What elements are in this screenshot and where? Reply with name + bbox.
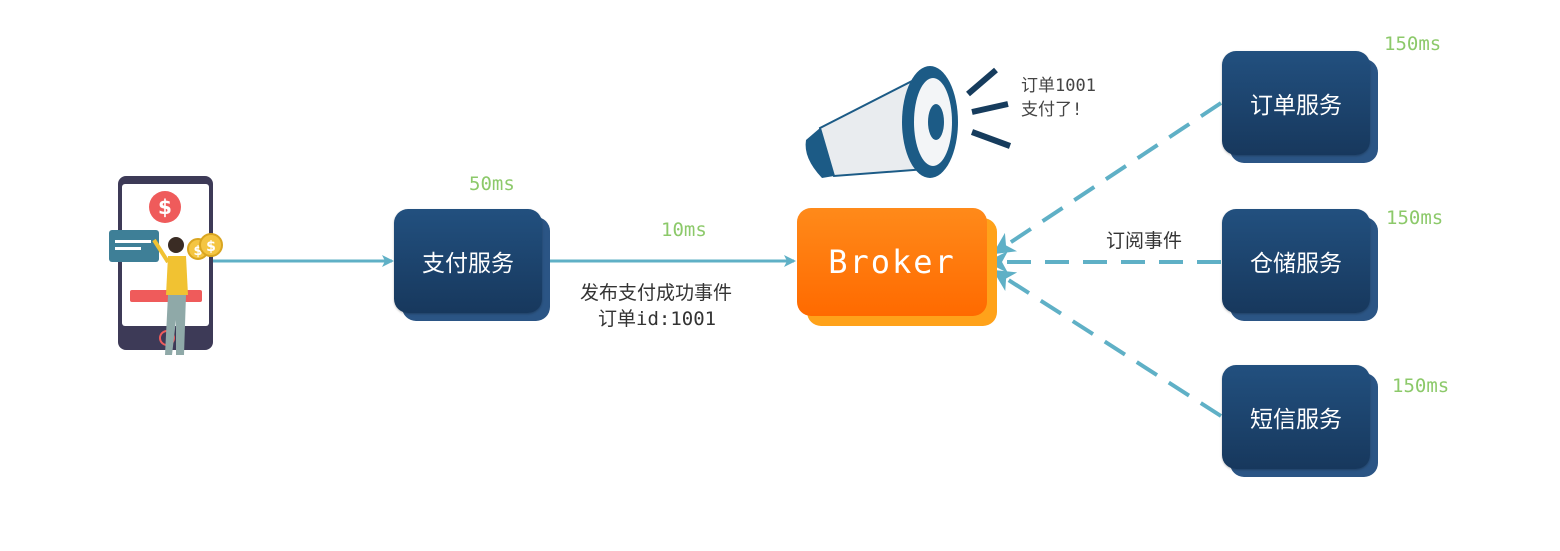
storage-service-node: 仓储服务 bbox=[1222, 209, 1378, 321]
payment-service-node: 支付服务 bbox=[394, 209, 550, 321]
megaphone-icon bbox=[805, 66, 1012, 178]
subscribe-event-label: 订阅事件 bbox=[1106, 230, 1183, 252]
broker-node: Broker bbox=[797, 208, 997, 326]
storage-latency: 150ms bbox=[1386, 207, 1444, 229]
order-service-node: 订单服务 bbox=[1222, 51, 1378, 163]
callout-line1: 订单1001 bbox=[1021, 76, 1096, 96]
megaphone-callout: 订单1001 支付了! bbox=[1021, 74, 1096, 122]
sms-subscribe-arrow bbox=[992, 269, 1223, 418]
payment-service-label: 支付服务 bbox=[394, 209, 542, 313]
sms-latency: 150ms bbox=[1392, 375, 1450, 397]
svg-text:$: $ bbox=[206, 239, 216, 255]
callout-line2: 支付了! bbox=[1021, 100, 1083, 120]
order-subscribe-arrow bbox=[992, 101, 1223, 255]
storage-service-label: 仓储服务 bbox=[1222, 209, 1370, 313]
publish-order-id-label: 订单id:1001 bbox=[598, 308, 717, 330]
smartphone-payment-icon: $ $ $ bbox=[109, 176, 223, 355]
svg-text:$: $ bbox=[193, 244, 202, 259]
payment-latency: 50ms bbox=[469, 173, 515, 195]
link-latency: 10ms bbox=[661, 219, 707, 241]
svg-text:$: $ bbox=[158, 195, 172, 219]
sms-service-node: 短信服务 bbox=[1222, 365, 1378, 477]
order-latency: 150ms bbox=[1384, 33, 1442, 55]
broker-label: Broker bbox=[797, 208, 987, 316]
publish-event-label: 发布支付成功事件 bbox=[580, 282, 733, 304]
sms-service-label: 短信服务 bbox=[1222, 365, 1370, 469]
order-service-label: 订单服务 bbox=[1222, 51, 1370, 155]
